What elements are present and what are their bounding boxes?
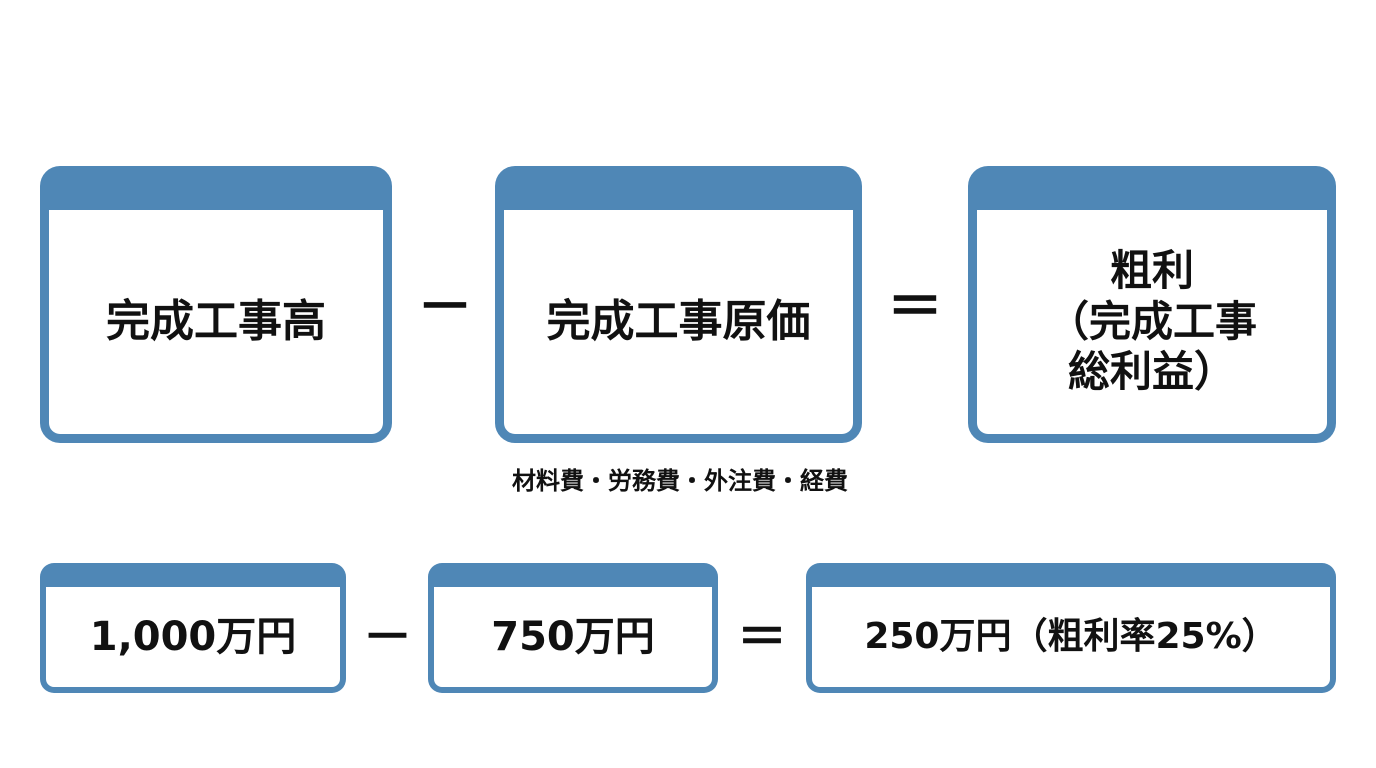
equals-operator-example: ＝ bbox=[737, 608, 787, 666]
profit-value-box: 250万円（粗利率25%） bbox=[806, 563, 1336, 693]
cost-breakdown-note: 材料費・労務費・外注費・経費 bbox=[512, 467, 848, 495]
revenue-value: 1,000万円 bbox=[89, 614, 297, 660]
cost-label: 完成工事原価 bbox=[546, 295, 811, 347]
profit-label: 粗利 （完成工事 総利益） bbox=[1046, 246, 1257, 397]
revenue-box: 完成工事高 bbox=[40, 166, 392, 443]
equals-operator: ＝ bbox=[887, 275, 943, 340]
profit-box: 粗利 （完成工事 総利益） bbox=[968, 166, 1336, 443]
profit-value: 250万円（粗利率25%） bbox=[864, 616, 1278, 658]
cost-value: 750万円 bbox=[491, 614, 655, 660]
minus-operator: － bbox=[417, 275, 473, 340]
revenue-label: 完成工事高 bbox=[106, 295, 326, 347]
revenue-value-box: 1,000万円 bbox=[40, 563, 346, 693]
cost-value-box: 750万円 bbox=[428, 563, 718, 693]
cost-box: 完成工事原価 bbox=[495, 166, 862, 443]
minus-operator-example: － bbox=[362, 608, 413, 666]
